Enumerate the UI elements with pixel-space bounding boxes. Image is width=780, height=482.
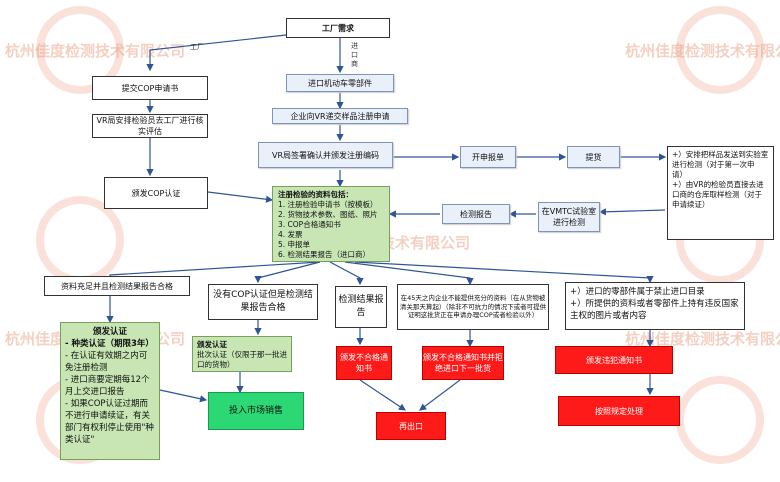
type-cert-title: 颁发认证 [92,327,127,337]
docs-list-node: 注册检验的资料包括： 1. 注册检验申请书（按模板） 2. 货物技术参数、图纸、… [272,186,390,262]
docs-item: 4. 发票 [278,230,303,239]
docs-item: 3. COP合格通知书 [278,220,341,229]
watermark-text: 杭州佳度检测技术有限公司 [625,42,780,60]
reject-node: 颁发不合格通知书并拒绝进口下一批货 [422,346,504,380]
docs-item: 2. 货物技术参数、图纸、照片 [278,210,378,219]
handle-node: 按照规定处理 [558,396,680,426]
market-node: 投入市场销售 [208,392,304,430]
vmtc-node: 在VMTC试验室进行检测 [538,202,600,232]
type-cert-item: - 进口商要定期每12个月上交进口报告 [65,375,150,397]
docs-item: 6. 检测结果报告（进口商） [278,250,371,259]
docs-item: 1. 注册检验申请书（按模板） [278,200,378,209]
case1-node: 资料充足并且检测结果报告合格 [44,276,190,296]
docs-title: 注册检验的资料包括： [278,190,353,199]
fail-notice-node: 颁发不合格通知书 [336,346,392,380]
case4-node: 在45天之内企业不能提供充分的资料（在从货物被清关那天算起）（除非不可抗力的情况… [397,284,549,330]
batch-cert-title: 颁发认证 [197,340,227,349]
type-cert-type: - 种类认证（期限3年） [65,339,154,349]
watermark-text: 杭州佳度检测技术有限公司 [5,42,186,60]
vr-sign-node: VR局签署确认并颁发注册编码 [258,142,393,168]
issue-cop-node: 颁发COP认证 [104,177,208,209]
submit-cop-node: 提交COP申请书 [92,76,208,100]
factory-label: 工厂 [190,43,204,51]
batch-cert-body: 批次认证（仅限于那一批进口的货物） [197,350,287,369]
import-parts-node: 进口机动车零部件 [286,74,394,92]
arrange-node: +）安排把样品发送到实验室进行检测（对于第一次申请） +）由VR的检验员直接去进… [667,146,774,240]
type-cert-item: - 在认证有效期之内可免注册检测 [65,351,148,373]
type-cert-node: 颁发认证 - 种类认证（期限3年） - 在认证有效期之内可免注册检测 - 进口商… [60,322,160,460]
open-order-node: 开申报单 [460,146,516,168]
case5-node: +）进口的零部件属于禁止进口目录 +）所提供的资料或者零部件上持有违反国家主权的… [565,282,745,330]
batch-cert-node: 颁发认证 批次认证（仅限于那一批进口的货物） [192,336,292,372]
type-cert-item: - 如果COP认证过期而不进行申请续证，有关部门有权利停止使用"种类认证" [65,399,154,445]
importer-label: 进 口 商 [351,42,358,68]
vr-inspect-node: VR局安排检验员去工厂进行核实评估 [92,114,208,138]
watermark-text: 杭州佳度检测技术有限公司 [625,330,780,348]
reexport-node: 再出口 [376,412,446,440]
factory-demand-node: 工厂需求 [286,18,390,38]
case2-node: 没有COP认证但是检测结果报告合格 [208,284,318,320]
violation-node: 颁发违犯通知书 [555,346,673,374]
pick-goods-node: 提货 [567,146,620,168]
docs-item: 5. 申报单 [278,240,311,249]
case3-node: 检测结果报告 [335,286,387,328]
enterprise-submit-node: 企业向VR递交样品注册申请 [272,108,408,124]
test-report-node: 检测报告 [442,204,510,224]
